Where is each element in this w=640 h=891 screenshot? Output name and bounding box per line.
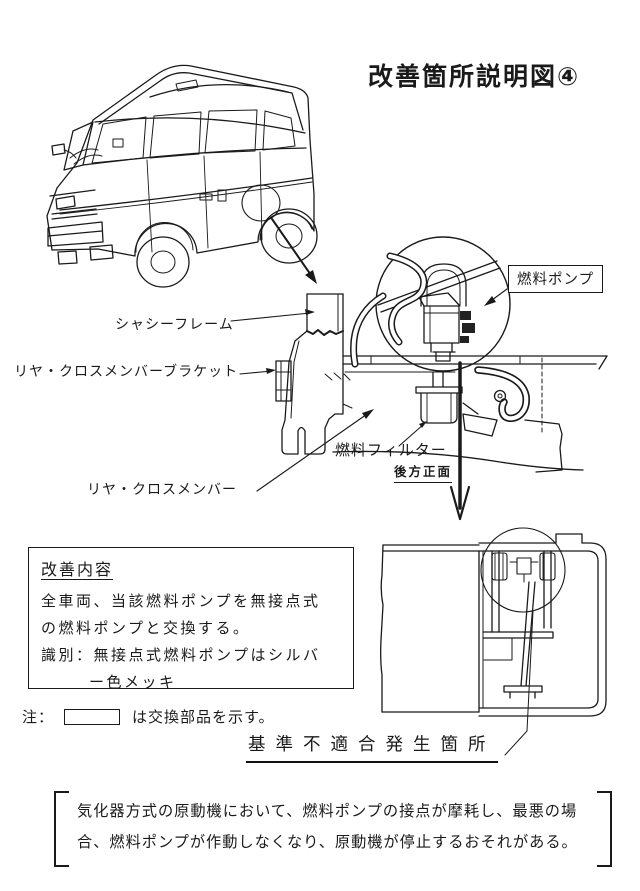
defect-description-text: 気化器方式の原動機において、燃料ポンプの接点が摩耗し、最悪の場 合、燃料ポンプが… (69, 791, 597, 867)
crossmember-rear-frame (478, 533, 607, 717)
callout-arrow (271, 218, 317, 284)
legend-note-text: は交換部品を示す。 (132, 709, 275, 726)
improvement-box: 改善内容 全車両、当該燃料ポンプを無接点式 の燃料ポンプと交換する。 識別：無接… (28, 547, 354, 691)
bolt (493, 389, 507, 403)
leader-lines (230, 288, 534, 756)
rear-crossmember-drawing (324, 355, 608, 381)
license-plate (89, 244, 114, 261)
improvement-line: ー色メッキ (89, 674, 177, 691)
down-arrow (449, 361, 471, 521)
left-bracket (54, 791, 69, 867)
legend-note-prefix: 注： (22, 709, 55, 726)
label-fuel-filter: 燃料フィルター (335, 442, 447, 459)
fuel-pump-leader (484, 288, 508, 306)
label-chassis-frame: シャシーフレーム (115, 316, 234, 332)
defect-line-1: 気化器方式の原動機において、燃料ポンプの接点が摩耗し、最悪の場 (77, 803, 578, 820)
label-nonconformity-location: 基準不適合発生箇所 (246, 731, 498, 763)
rear-wheel (259, 208, 318, 264)
improvement-line: 全車両、当該燃料ポンプを無接点式 (41, 593, 321, 610)
improvement-line: の燃料ポンプと交換する。 (41, 620, 251, 637)
replacement-part-box-symbol (64, 708, 121, 725)
pump-assembly-rear (482, 550, 556, 699)
nonconformity-circle (480, 527, 566, 613)
rear-crossmember-leader (256, 409, 374, 492)
defect-description-box: 気化器方式の原動機において、燃料ポンプの接点が摩耗し、最悪の場 合、燃料ポンプが… (54, 791, 612, 867)
improvement-line: 識別：無接点式燃料ポンプはシルバ (41, 647, 321, 664)
label-fuel-pump: 燃料ポンプ (508, 265, 604, 293)
headlight (55, 195, 76, 210)
improvement-area-circle (241, 184, 281, 222)
fuel-filter-leader (398, 421, 427, 447)
chassis-frame-leader (230, 309, 315, 322)
front-bumper (47, 221, 104, 247)
fuel-hoses (350, 252, 530, 423)
label-rear-view-caption: 後方正面 (394, 461, 453, 483)
label-rear-crossmember: リヤ・クロスメンバー (87, 481, 237, 497)
side-mirror (51, 143, 66, 156)
label-rear-crossmember-bracket: リヤ・クロスメンバーブラケット (14, 363, 239, 379)
chassis-detail-illustration (275, 236, 608, 521)
defect-line-2: 合、燃料ポンプが作動しなくなり、原動機が停止するおそれがある。 (77, 834, 578, 851)
improvement-heading: 改善内容 (41, 562, 114, 579)
fuel-filter-drawing (415, 371, 463, 424)
front-wheel (135, 222, 194, 288)
rear-view-illustration (380, 527, 607, 717)
legend-note: 注： は交換部品を示す。 (22, 706, 275, 727)
chassis-frame-drawing (281, 293, 353, 455)
bracket-leader (239, 368, 276, 375)
van-illustration (46, 64, 318, 288)
page-title: 改善箇所説明図④ (368, 63, 581, 91)
nonconformity-leader (504, 610, 534, 756)
fuel-tank-drawing (380, 544, 480, 713)
crossmember-bracket-drawing (275, 360, 292, 402)
right-bracket (597, 791, 612, 867)
